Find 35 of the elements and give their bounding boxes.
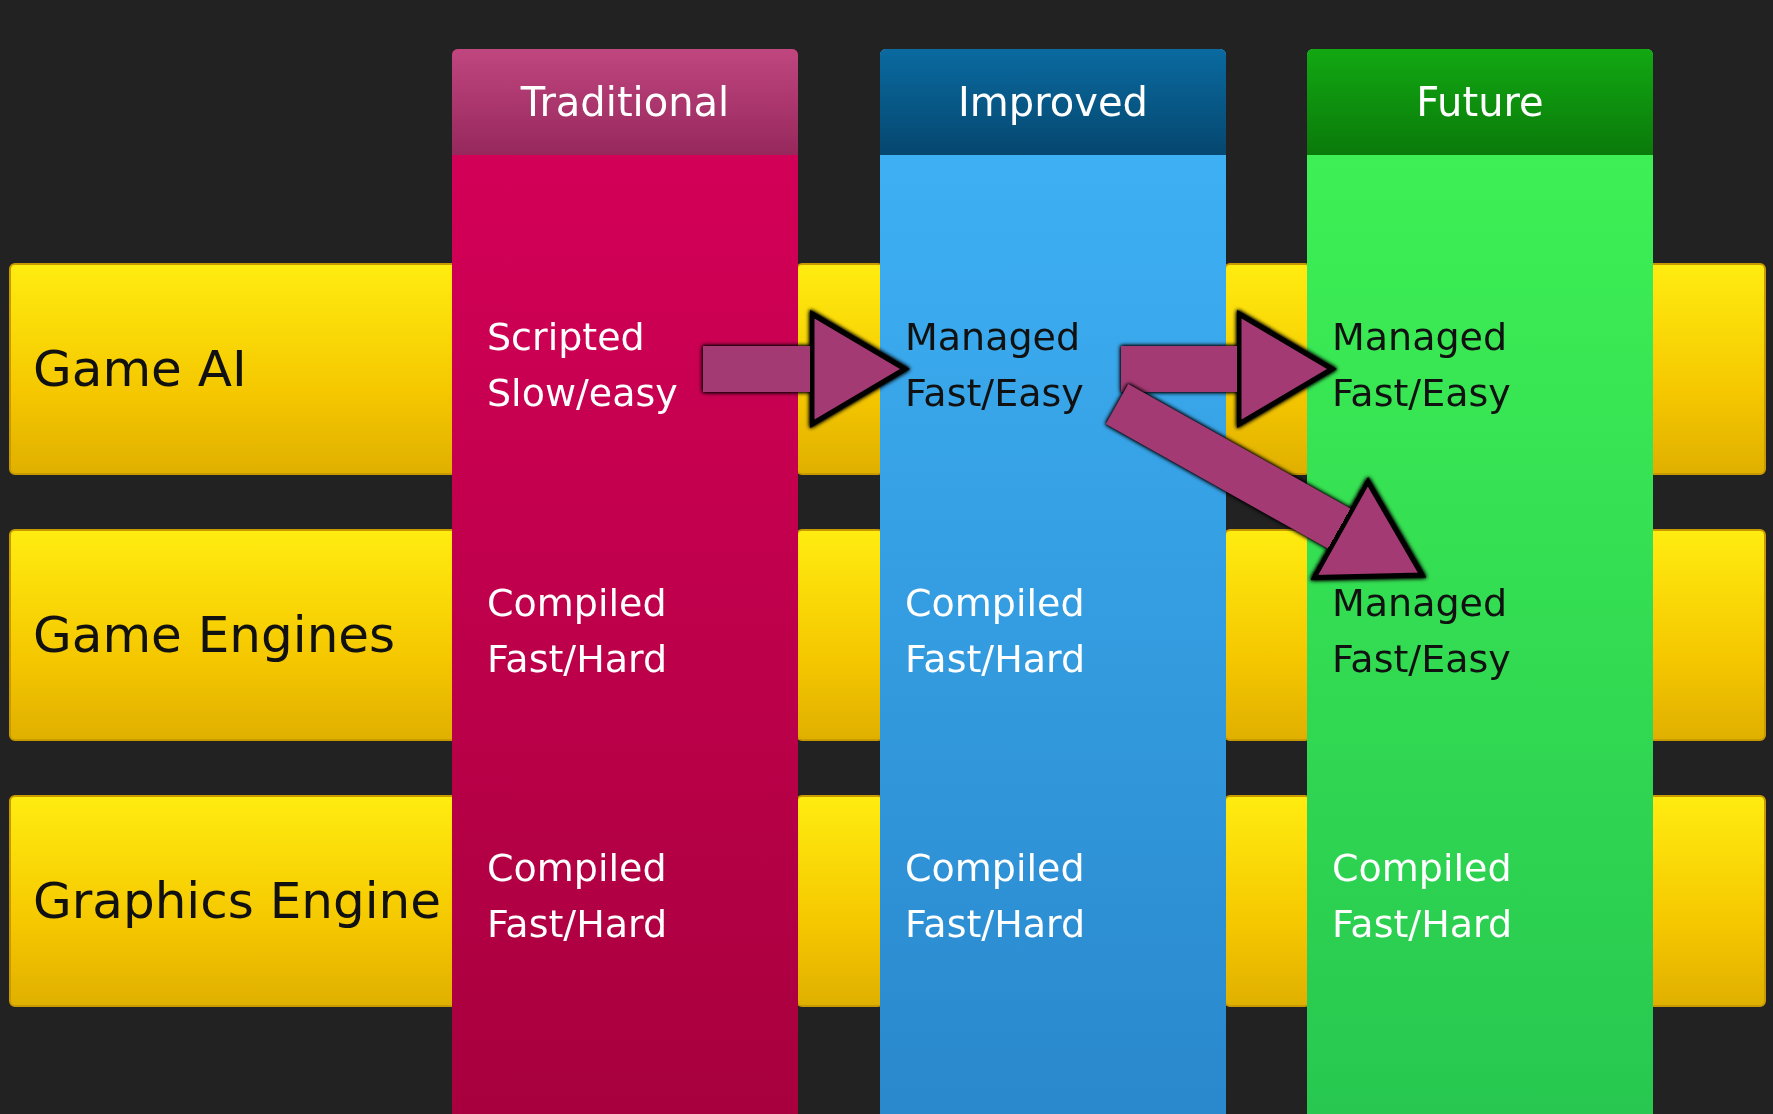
cell-text: Compiled: [487, 845, 668, 892]
cell-text: Fast/Hard: [905, 636, 1087, 683]
cell-text: Managed: [1332, 314, 1509, 361]
cell-text: Compiled: [905, 845, 1086, 892]
band-segment: [1651, 529, 1766, 741]
cell-text: Fast/Easy: [905, 370, 1085, 417]
block-arrow: [1121, 311, 1335, 427]
cell-text: Compiled: [1332, 845, 1513, 892]
column-panel: [1307, 49, 1653, 1114]
cell-text: Fast/Easy: [1332, 636, 1512, 683]
row-band: [9, 263, 454, 475]
band-segment: [1651, 263, 1766, 475]
row-label: Game AI: [33, 340, 247, 398]
cell-text: Managed: [1332, 580, 1509, 627]
column-header: Traditional: [452, 49, 798, 155]
cell-text: Fast/Easy: [1332, 370, 1512, 417]
column-panel: [452, 49, 798, 1114]
block-arrow: [703, 311, 908, 427]
cell-text: Slow/easy: [487, 370, 679, 417]
row-label: Game Engines: [33, 606, 396, 664]
cell-text: Managed: [905, 314, 1082, 361]
column-header: Future: [1307, 49, 1653, 155]
cell-text: Fast/Hard: [487, 901, 669, 948]
row-band: [9, 529, 454, 741]
cell-text: Scripted: [487, 314, 646, 361]
row-label: Graphics Engine: [33, 872, 442, 930]
band-segment: [1651, 795, 1766, 1007]
column-panel: [880, 49, 1226, 1114]
cell-text: Fast/Hard: [905, 901, 1087, 948]
row-band: [9, 795, 454, 1007]
column-header: Improved: [880, 49, 1226, 155]
cell-text: Fast/Hard: [1332, 901, 1514, 948]
cell-text: Compiled: [487, 580, 668, 627]
cell-text: Compiled: [905, 580, 1086, 627]
cell-text: Fast/Hard: [487, 636, 669, 683]
